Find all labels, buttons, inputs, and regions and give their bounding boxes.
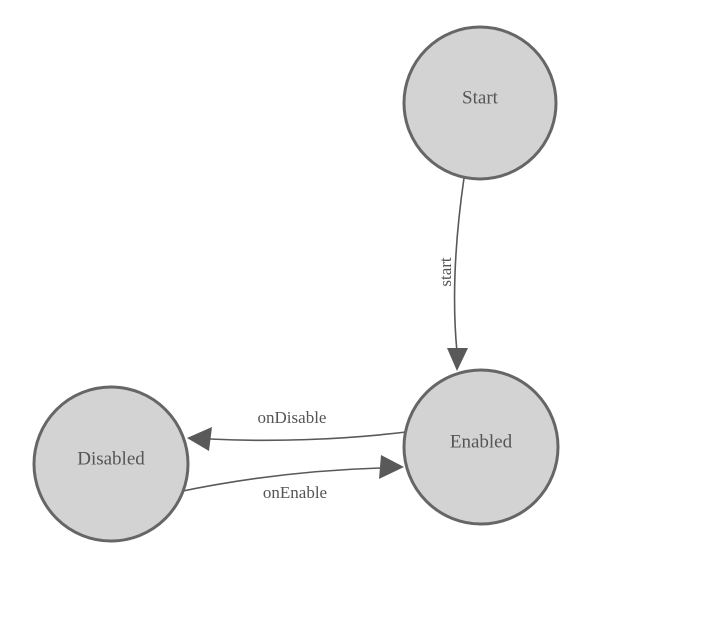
edge-label-onenable: onEnable (263, 483, 327, 502)
node-start-label: Start (462, 87, 499, 108)
edge-disabled-to-enabled-arrowhead (379, 455, 404, 479)
edge-enabled-to-disabled-path (209, 431, 407, 442)
node-enabled[interactable]: Enabled (402, 368, 560, 526)
node-enabled-circle (402, 368, 560, 526)
edge-enabled-to-disabled[interactable]: onDisable (187, 408, 407, 451)
edge-start-to-enabled-path (453, 177, 465, 353)
node-disabled-circle (32, 385, 190, 543)
edge-disabled-to-enabled[interactable]: onEnable (177, 455, 404, 502)
node-disabled-label: Disabled (77, 448, 145, 469)
edge-start-to-enabled[interactable]: start (436, 177, 468, 371)
edge-label-start: start (436, 257, 455, 287)
edge-start-to-enabled-arrowhead (447, 348, 468, 371)
node-start[interactable]: Start (402, 25, 558, 181)
edge-disabled-to-enabled-path (177, 467, 381, 493)
node-start-circle (402, 25, 558, 181)
node-enabled-label: Enabled (450, 431, 513, 452)
node-disabled[interactable]: Disabled (32, 385, 190, 543)
edge-label-ondisable: onDisable (258, 408, 327, 427)
edge-enabled-to-disabled-arrowhead (187, 427, 212, 451)
